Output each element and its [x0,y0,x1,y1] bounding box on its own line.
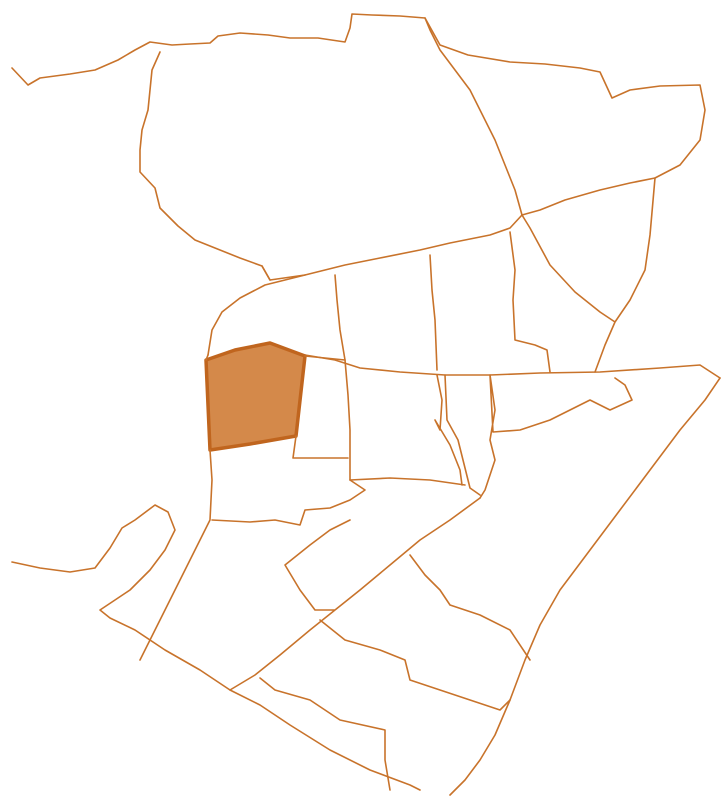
district-middle-row[interactable] [292,355,633,499]
district-southeast-edge[interactable] [449,377,721,796]
coast-west[interactable] [11,504,421,791]
district-northeast[interactable] [424,17,706,216]
district-central-columns[interactable] [334,231,551,373]
district-west-central-highlight[interactable] [204,341,307,452]
district-east[interactable] [521,177,656,373]
district-north[interactable] [11,13,523,281]
district-south-diagonals[interactable] [229,497,531,791]
district-boundaries [11,13,721,796]
district-west[interactable] [139,354,366,661]
